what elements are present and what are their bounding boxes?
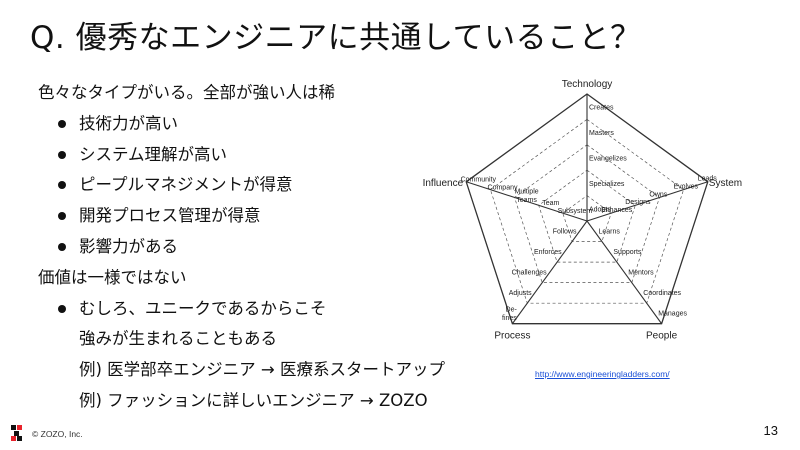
bullet-text: 価値は一様ではない bbox=[38, 267, 187, 287]
level-label: Creates bbox=[589, 105, 614, 112]
page-number: 13 bbox=[763, 423, 778, 438]
level-label: Coordinates bbox=[643, 290, 681, 297]
axis-name-influence: Influence bbox=[423, 178, 464, 189]
axis-name-system: System bbox=[709, 178, 742, 189]
bullet-list: 色々なタイプがいる。全部が強い人は稀技術力が高いシステム理解が高いピープルマネジ… bbox=[38, 78, 508, 417]
level-label: Follows bbox=[553, 228, 577, 235]
bullet-text: 例) ファッションに詳しいエンジニア → ZOZO bbox=[79, 390, 428, 410]
bullet-text: 開発プロセス管理が得意 bbox=[79, 206, 261, 226]
bullet-text: むしろ、ユニークであるからこそ bbox=[79, 298, 327, 318]
level-label: Masters bbox=[589, 130, 614, 137]
zozo-logo-icon bbox=[11, 425, 22, 441]
bullet-item: システム理解が高い bbox=[38, 140, 508, 171]
engineering-ladder-diagram: TechnologyAdoptsSpecializesEvangelizesMa… bbox=[423, 79, 743, 342]
level-label: Learns bbox=[599, 228, 621, 235]
level-label: Mentors bbox=[628, 269, 654, 276]
level-label: De-fines bbox=[502, 307, 517, 323]
level-label: Designs bbox=[625, 199, 651, 206]
outer-pentagon bbox=[465, 93, 709, 325]
level-ring bbox=[489, 118, 685, 304]
bullet-item: 色々なタイプがいる。全部が強い人は稀 bbox=[38, 78, 508, 109]
level-label: Owns bbox=[649, 191, 667, 198]
source-link[interactable]: http://www.engineeringladders.com/ bbox=[535, 369, 670, 379]
bullet-item: 強みが生まれることもある bbox=[38, 324, 508, 355]
level-label: Leads bbox=[698, 176, 718, 183]
bullet-item: 例) 医学部卒エンジニア → 医療系スタートアップ bbox=[38, 355, 508, 386]
bullet-text: 色々なタイプがいる。全部が強い人は稀 bbox=[38, 83, 335, 102]
bullet-item: ピープルマネジメントが得意 bbox=[38, 170, 508, 201]
level-label: Adjusts bbox=[509, 290, 532, 297]
level-label: Adopts bbox=[589, 206, 611, 213]
axis-name-people: People bbox=[646, 331, 678, 342]
level-label: Company bbox=[488, 185, 518, 192]
bullet-dot-icon bbox=[58, 150, 66, 159]
axis-line bbox=[511, 220, 588, 325]
level-label: Team bbox=[542, 200, 559, 207]
level-label: Evangelizes bbox=[589, 156, 627, 163]
level-label: Enhances bbox=[601, 207, 633, 214]
axis-line bbox=[586, 220, 663, 325]
level-label: Specializes bbox=[589, 181, 625, 188]
level-label: Evolves bbox=[674, 184, 699, 191]
bullet-item: 技術力が高い bbox=[38, 109, 508, 140]
bullet-item: 例) ファッションに詳しいエンジニア → ZOZO bbox=[38, 386, 508, 417]
axis-line bbox=[466, 181, 588, 222]
bullet-text: 例) 医学部卒エンジニア → 医療系スタートアップ bbox=[79, 360, 445, 380]
bullet-text: 強みが生まれることもある bbox=[79, 329, 277, 349]
level-label: Community bbox=[461, 177, 497, 184]
slide-title: Q. 優秀なエンジニアに共通していること？ bbox=[30, 20, 642, 56]
bullet-text: 影響力がある bbox=[79, 236, 178, 256]
bullet-dot-icon bbox=[58, 212, 66, 221]
bullet-item: むしろ、ユニークであるからこそ bbox=[38, 294, 508, 325]
level-label: Enforces bbox=[534, 249, 562, 256]
level-ring bbox=[538, 169, 636, 263]
bullet-item: 開発プロセス管理が得意 bbox=[38, 201, 508, 232]
bullet-dot-icon bbox=[58, 119, 66, 128]
axis-name-technology: Technology bbox=[562, 79, 613, 90]
bullet-dot-icon bbox=[58, 304, 66, 313]
level-ring bbox=[562, 195, 612, 242]
axis-name-process: Process bbox=[494, 331, 530, 342]
level-label: Challenges bbox=[512, 269, 548, 276]
level-label: Supports bbox=[613, 249, 642, 256]
bullet-item: 影響力がある bbox=[38, 232, 508, 263]
bullet-text: ピープルマネジメントが得意 bbox=[79, 175, 293, 195]
bullet-text: 技術力が高い bbox=[79, 113, 178, 133]
bullet-text: システム理解が高い bbox=[79, 144, 228, 164]
level-label: Manages bbox=[658, 311, 687, 318]
axis-line bbox=[586, 181, 708, 222]
bullet-dot-icon bbox=[58, 242, 66, 251]
bullet-dot-icon bbox=[58, 181, 66, 190]
copyright: © ZOZO, Inc. bbox=[32, 429, 83, 439]
bullet-item: 価値は一様ではない bbox=[38, 263, 508, 294]
level-label: Subsystem bbox=[558, 208, 593, 215]
